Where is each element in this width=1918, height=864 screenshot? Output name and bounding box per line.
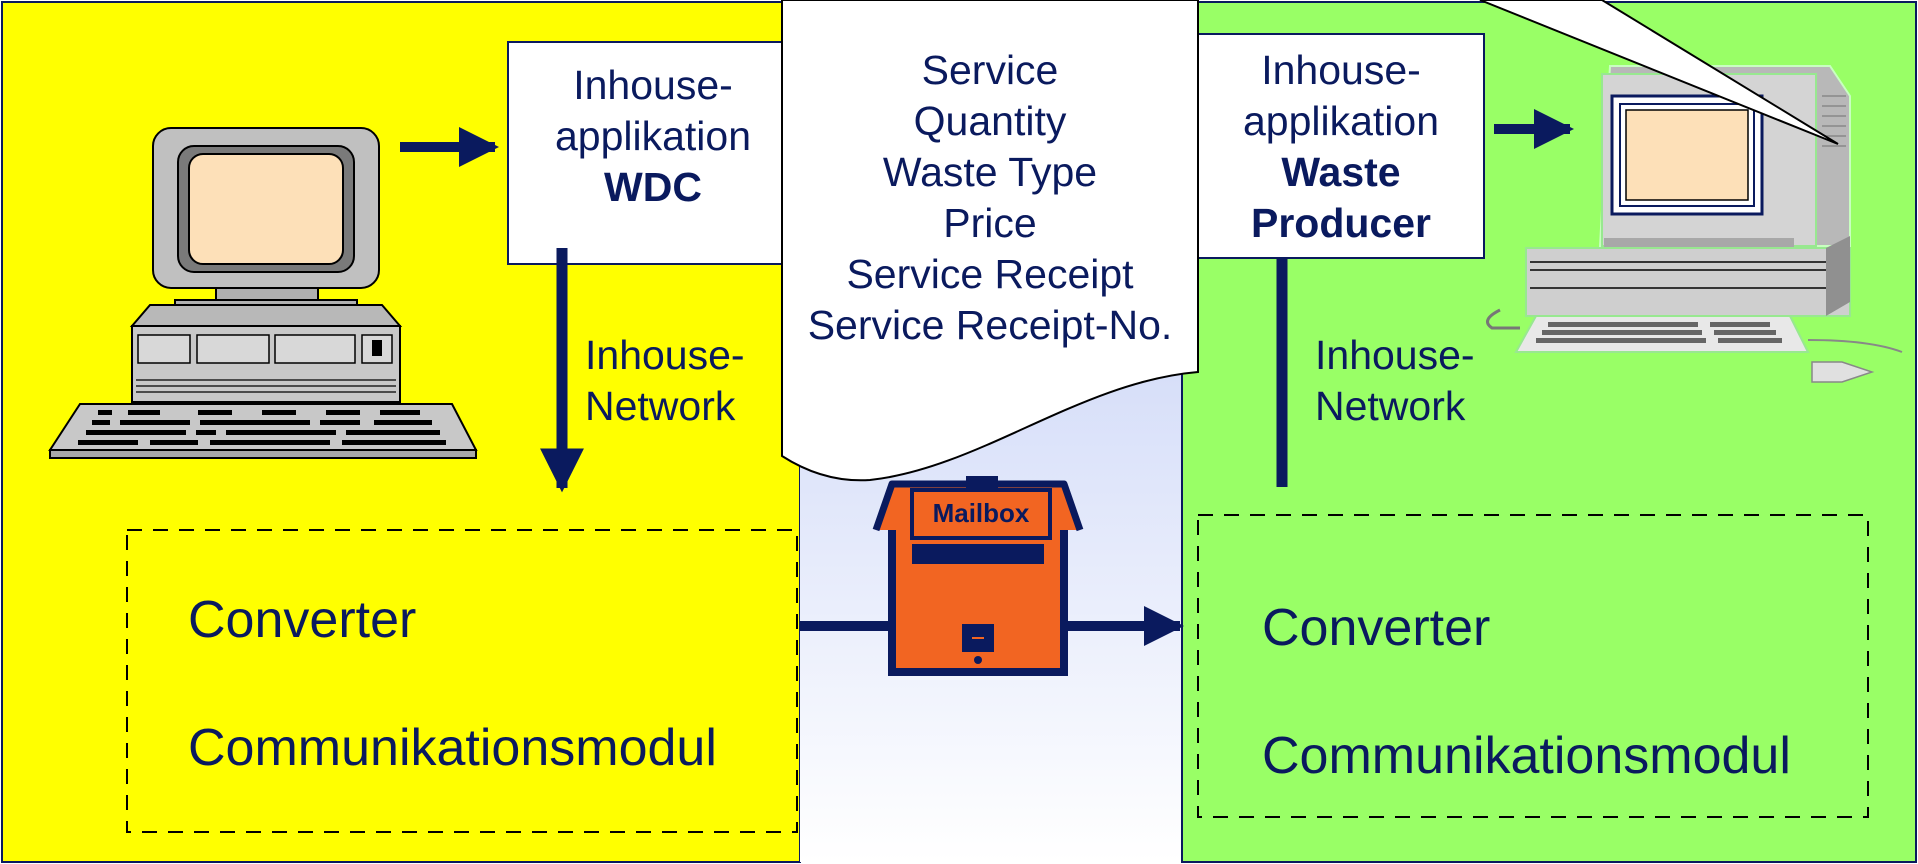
message-item: Service	[921, 47, 1059, 93]
message-item: Waste Type	[882, 149, 1098, 195]
message-items: Service Quantity Waste Type Price Servic…	[782, 45, 1198, 351]
wdc-app-box	[507, 41, 799, 265]
app-line-2: applikation	[554, 113, 752, 159]
desktop-computer-icon	[48, 127, 478, 459]
mailbox-icon	[872, 476, 1084, 676]
left-network-label: Inhouse- Network	[585, 330, 745, 432]
left-converter-label: Converter	[188, 591, 417, 649]
callout-pointer	[1479, 0, 1839, 145]
mailbox-label: Mailbox	[932, 498, 1030, 528]
workstation-computer-icon	[1486, 65, 1903, 383]
waste-producer-app-label: Inhouse- applikation Waste Producer	[1198, 45, 1484, 249]
app-line-1: Inhouse-	[1261, 47, 1421, 93]
message-document	[781, 0, 1199, 482]
message-item: Service Receipt-No.	[807, 302, 1173, 348]
network-line-2: Network	[1315, 383, 1466, 429]
app-name-line-1: Waste	[1281, 149, 1401, 195]
message-item: Quantity	[913, 98, 1067, 144]
app-line-2: applikation	[1242, 98, 1440, 144]
network-line-1: Inhouse-	[1315, 332, 1475, 378]
network-line-1: Inhouse-	[585, 332, 745, 378]
wdc-app-label: Inhouse- applikation WDC	[508, 60, 798, 213]
right-converter-label: Converter	[1262, 599, 1491, 657]
right-module-box	[1197, 514, 1869, 818]
app-name: WDC	[604, 164, 702, 210]
network-line-2: Network	[585, 383, 736, 429]
app-line-1: Inhouse-	[573, 62, 733, 108]
left-comm-module-label: Communikationsmodul	[188, 719, 717, 777]
right-network-label: Inhouse- Network	[1315, 330, 1475, 432]
right-comm-module-label: Communikationsmodul	[1262, 727, 1791, 785]
left-module-box	[126, 529, 798, 833]
message-item: Price	[943, 200, 1037, 246]
waste-producer-app-box	[1197, 33, 1485, 259]
app-name-line-2: Producer	[1251, 200, 1431, 246]
message-item: Service Receipt	[846, 251, 1134, 297]
